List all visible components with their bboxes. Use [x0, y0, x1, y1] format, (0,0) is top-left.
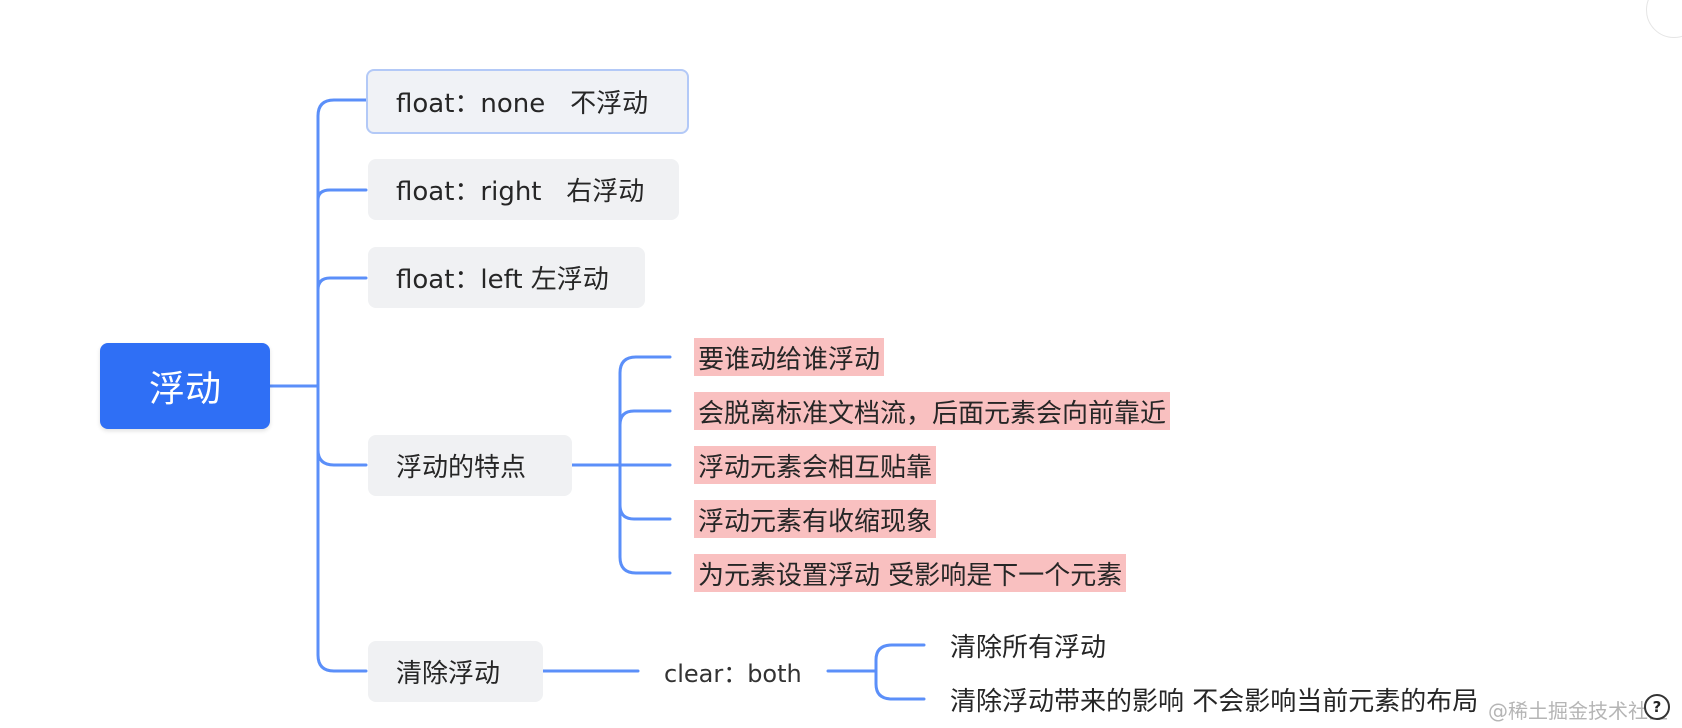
- node-float-right[interactable]: float：right 右浮动: [368, 159, 679, 220]
- connector-branch-float-none: [316, 98, 368, 388]
- connector-clear-child-1: [874, 643, 926, 673]
- root-node[interactable]: 浮动: [100, 343, 270, 429]
- connector-branch-float-right: [316, 188, 368, 202]
- node-clear-both-label: clear：both: [664, 659, 802, 688]
- feature-item-label: 浮动元素会相互贴靠: [698, 452, 933, 483]
- node-float-features[interactable]: 浮动的特点: [368, 435, 572, 496]
- root-node-label: 浮动: [148, 369, 221, 410]
- node-float-none[interactable]: float：none 不浮动: [366, 69, 689, 134]
- connector-branch-clear: [316, 448, 368, 673]
- watermark: @稀土掘金技术社区: [1488, 699, 1668, 723]
- connector-branch-float-left: [316, 276, 368, 292]
- clear-effect-item-label: 清除浮动带来的影响 不会影响当前元素的布局: [950, 686, 1479, 717]
- node-float-left[interactable]: float：left 左浮动: [368, 247, 645, 308]
- clear-effect-item[interactable]: 清除浮动带来的影响 不会影响当前元素的布局: [946, 680, 1482, 718]
- connector-clear-child-2: [874, 669, 926, 701]
- feature-item[interactable]: 会脱离标准文档流，后面元素会向前靠近: [694, 392, 1171, 430]
- connector-feature-1: [618, 355, 672, 467]
- node-float-none-label: float：none 不浮动: [396, 89, 649, 119]
- node-float-right-label: float：right 右浮动: [396, 177, 645, 207]
- feature-item[interactable]: 浮动元素有收缩现象: [694, 500, 937, 538]
- question-circle-icon[interactable]: ?: [1644, 694, 1670, 720]
- node-float-features-label: 浮动的特点: [396, 453, 527, 483]
- clear-effect-item[interactable]: 清除所有浮动: [946, 626, 1110, 664]
- node-float-left-label: float：left 左浮动: [396, 265, 609, 295]
- feature-item-label: 为元素设置浮动 受影响是下一个元素: [698, 560, 1123, 591]
- node-clear-float[interactable]: 清除浮动: [368, 641, 543, 702]
- connector-feature-2: [618, 409, 672, 427]
- feature-item[interactable]: 为元素设置浮动 受影响是下一个元素: [694, 554, 1127, 592]
- connector-feature-4: [618, 503, 672, 521]
- node-clear-float-label: 清除浮动: [396, 659, 501, 689]
- feature-item-label: 会脱离标准文档流，后面元素会向前靠近: [698, 398, 1167, 429]
- feature-item[interactable]: 浮动元素会相互贴靠: [694, 446, 937, 484]
- connector-feature-5: [618, 463, 672, 575]
- feature-item[interactable]: 要谁动给谁浮动: [694, 338, 885, 376]
- feature-item-label: 要谁动给谁浮动: [698, 344, 881, 375]
- clear-effect-item-label: 清除所有浮动: [950, 632, 1107, 663]
- node-clear-both[interactable]: clear：both: [664, 654, 802, 688]
- feature-item-label: 浮动元素有收缩现象: [698, 506, 933, 537]
- connector-branch-features: [316, 384, 368, 467]
